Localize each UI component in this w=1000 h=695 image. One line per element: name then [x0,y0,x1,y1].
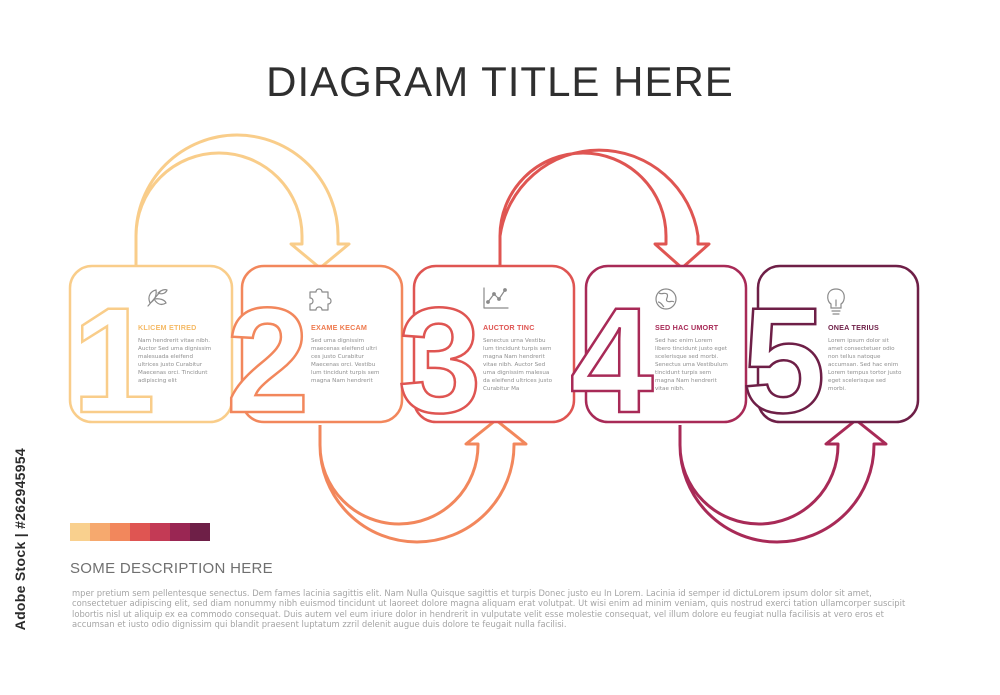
line-chart-icon [483,287,509,309]
step-box-5 [756,264,920,424]
step-2-title: EXAME KECAM [311,323,368,332]
step-4-title: SED HAC UMORT [655,323,719,332]
step-1-body: Nam hendrerit vitae nibh. Auctor Sed uma… [138,338,212,384]
step-2-text: EXAME KECAM Sed uma dignissim maecenas e… [311,323,397,385]
step-5-title: ONEA TERIUS [828,323,880,332]
arrow-2-to-3 [318,418,528,544]
arrow-4-to-5 [678,418,888,544]
palette-swatch [190,523,210,541]
light-bulb-icon [827,288,845,315]
step-box-3 [412,264,576,424]
step-4-text: SED HAC UMORT Sed hac enim Lorem libero … [655,323,741,393]
globe-icon [655,288,677,310]
palette-swatch [70,523,90,541]
step-4-body: Sed hac enim Lorem libero tincidunt just… [655,338,728,392]
step-3-title: AUCTOR TINC [483,323,535,332]
step-1-title: KLICEM ETIRED [138,323,197,332]
step-3-body: Senectus urna Vestibu lum tincidunt turp… [483,338,553,392]
stock-watermark: Adobe Stock | #262945954 [12,448,28,631]
step-2-body: Sed uma dignissim maecenas eleifend ultr… [311,338,380,384]
step-number-5: 5 [742,276,825,444]
step-box-2 [240,264,404,424]
plant-sprout-icon [147,289,168,307]
palette-swatch [130,523,150,541]
palette-swatch [170,523,190,541]
arrow-3-to-4 [498,148,711,270]
step-box-1 [68,264,234,424]
diagram-title: DIAGRAM TITLE HERE [266,58,734,105]
description-heading: SOME DESCRIPTION HERE [70,560,273,577]
arrow-1-to-2 [134,133,351,270]
step-number-4: 4 [570,276,653,444]
step-number-2: 2 [226,276,309,444]
step-box-4 [584,264,748,424]
palette-swatch [90,523,110,541]
puzzle-piece-icon [309,288,332,311]
step-5-text: ONEA TERIUS Lorem ipsum dolor sit amet c… [828,323,914,393]
step-5-body: Lorem ipsum dolor sit amet consectetuer … [828,338,902,392]
palette-swatch [110,523,130,541]
palette-swatch [150,523,170,541]
description-body: mper pretium sem pellentesque senectus. … [72,588,906,629]
step-1-text: KLICEM ETIRED Nam hendrerit vitae nibh. … [138,323,224,385]
step-number-3: 3 [398,276,481,444]
step-3-text: AUCTOR TINC Senectus urna Vestibu lum ti… [483,323,569,393]
step-number-1: 1 [72,276,155,444]
color-palette [70,523,210,541]
